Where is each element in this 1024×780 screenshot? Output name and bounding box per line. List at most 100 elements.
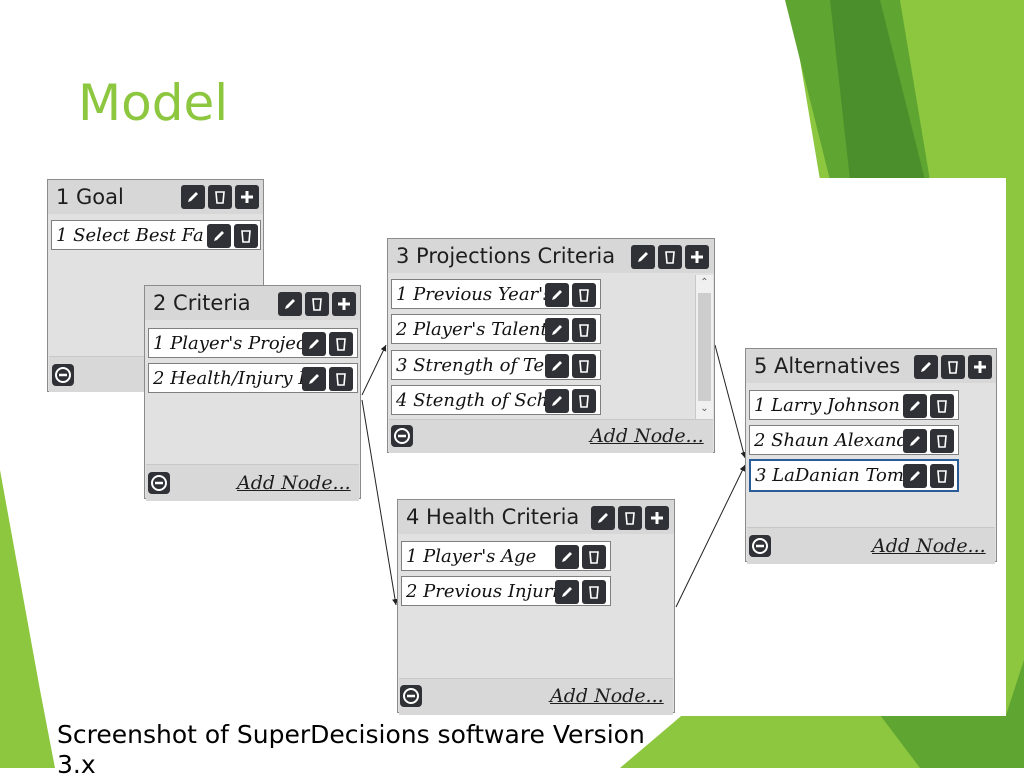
edit-node-button[interactable] [545,354,569,378]
cluster-footer [399,678,673,715]
node-item[interactable]: 2 Previous Injuri [401,576,611,606]
cluster-footer [146,464,359,501]
cluster-title: 2 Criteria [153,291,251,315]
cluster-title: 4 Health Criteria [406,505,580,529]
node-item-selected[interactable]: 3 LaDanian Tom [749,459,959,492]
pencil-icon [188,192,198,202]
edit-node-button[interactable] [545,283,569,307]
delete-node-button[interactable] [582,545,606,569]
collapse-button[interactable] [400,685,422,707]
delete-node-button[interactable] [572,354,596,378]
node-item[interactable]: 3 Strength of Te [391,350,601,380]
node-item[interactable]: 2 Shaun Alexand [749,425,959,455]
collapse-button[interactable] [749,535,771,557]
delete-cluster-button[interactable] [658,245,682,269]
edit-node-button[interactable] [903,429,927,453]
pencil-icon [552,325,562,335]
edit-cluster-button[interactable] [591,506,615,530]
trash-icon [579,324,589,337]
delete-cluster-button[interactable] [618,506,642,530]
trash-icon [589,551,599,564]
node-label: 2 Health/Injury H [153,368,314,389]
trash-icon [579,289,589,302]
edit-node-button[interactable] [555,580,579,604]
edit-node-button[interactable] [545,318,569,342]
edit-cluster-button[interactable] [181,185,205,209]
pencil-icon [910,436,920,446]
edit-node-button[interactable] [545,389,569,413]
scroll-up-arrow[interactable]: ⌃ [700,277,709,288]
delete-cluster-button[interactable] [941,355,965,379]
edit-cluster-button[interactable] [914,355,938,379]
edit-node-button[interactable] [555,545,579,569]
node-label: 2 Player's Talent [396,319,548,340]
trash-icon [215,191,225,204]
node-item[interactable]: 2 Player's Talent [391,314,601,344]
add-node-button[interactable] [332,292,356,316]
edit-node-button[interactable] [302,367,326,391]
cluster-alternatives[interactable]: 5 Alternatives 1 Larry Johnson 2 Shaun A… [745,348,997,564]
collapse-button[interactable] [148,472,170,494]
add-node-button[interactable] [645,506,669,530]
pencil-icon [910,401,920,411]
minus-icon [403,688,419,704]
edit-cluster-button[interactable] [631,245,655,269]
delete-node-button[interactable] [234,224,258,248]
add-node-link[interactable]: Add Node... [872,535,986,557]
plus-icon [338,298,350,310]
delete-cluster-button[interactable] [208,185,232,209]
trash-icon [241,230,251,243]
delete-node-button[interactable] [930,394,954,418]
cluster-criteria[interactable]: 2 Criteria 1 Player's Projec 2 Health/In… [144,285,361,501]
minus-icon [394,428,410,444]
collapse-button[interactable] [52,364,74,386]
edit-node-button[interactable] [302,332,326,356]
delete-node-button[interactable] [930,429,954,453]
add-node-link[interactable]: Add Node... [550,685,664,707]
delete-node-button[interactable] [930,464,954,488]
delete-node-button[interactable] [329,332,353,356]
delete-node-button[interactable] [572,283,596,307]
add-node-button[interactable] [968,355,992,379]
trash-icon [937,400,947,413]
pencil-icon [214,231,224,241]
cluster-title: 3 Projections Criteria [396,244,616,268]
collapse-button[interactable] [391,425,413,447]
plus-icon [241,191,253,203]
edit-node-button[interactable] [207,224,231,248]
minus-icon [55,367,71,383]
node-label: 1 Player's Age [406,546,537,567]
scrollbar-thumb[interactable] [698,293,711,401]
delete-node-button[interactable] [582,580,606,604]
delete-node-button[interactable] [329,367,353,391]
node-item[interactable]: 1 Select Best Fa [51,220,261,250]
cluster-health-criteria[interactable]: 4 Health Criteria 1 Player's Age 2 Previ… [397,499,675,715]
vertical-scrollbar[interactable]: ⌃ ⌄ [695,275,713,419]
pencil-icon [552,361,562,371]
edit-node-button[interactable] [903,394,927,418]
pencil-icon [562,552,572,562]
add-node-link[interactable]: Add Node... [590,425,704,447]
delete-node-button[interactable] [572,318,596,342]
pencil-icon [921,362,931,372]
node-label: 1 Previous Year's [396,284,553,305]
node-item[interactable]: 1 Larry Johnson [749,390,959,420]
node-item[interactable]: 1 Player's Projec [148,328,358,358]
cluster-title: 1 Goal [56,185,124,209]
trash-icon [937,435,947,448]
add-node-button[interactable] [235,185,259,209]
pencil-icon [910,471,920,481]
scroll-down-arrow[interactable]: ⌄ [700,403,709,414]
delete-cluster-button[interactable] [305,292,329,316]
node-item[interactable]: 1 Player's Age [401,541,611,571]
node-item[interactable]: 1 Previous Year's [391,279,601,309]
add-node-link[interactable]: Add Node... [237,472,351,494]
node-item[interactable]: 4 Stength of Sch [391,385,601,415]
delete-node-button[interactable] [572,389,596,413]
edit-cluster-button[interactable] [278,292,302,316]
node-item[interactable]: 2 Health/Injury H [148,363,358,393]
edit-node-button[interactable] [903,464,927,488]
node-label: 1 Player's Projec [153,333,306,354]
add-node-button[interactable] [685,245,709,269]
cluster-projections-criteria[interactable]: 3 Projections Criteria 1 Previous Year's… [387,238,715,453]
